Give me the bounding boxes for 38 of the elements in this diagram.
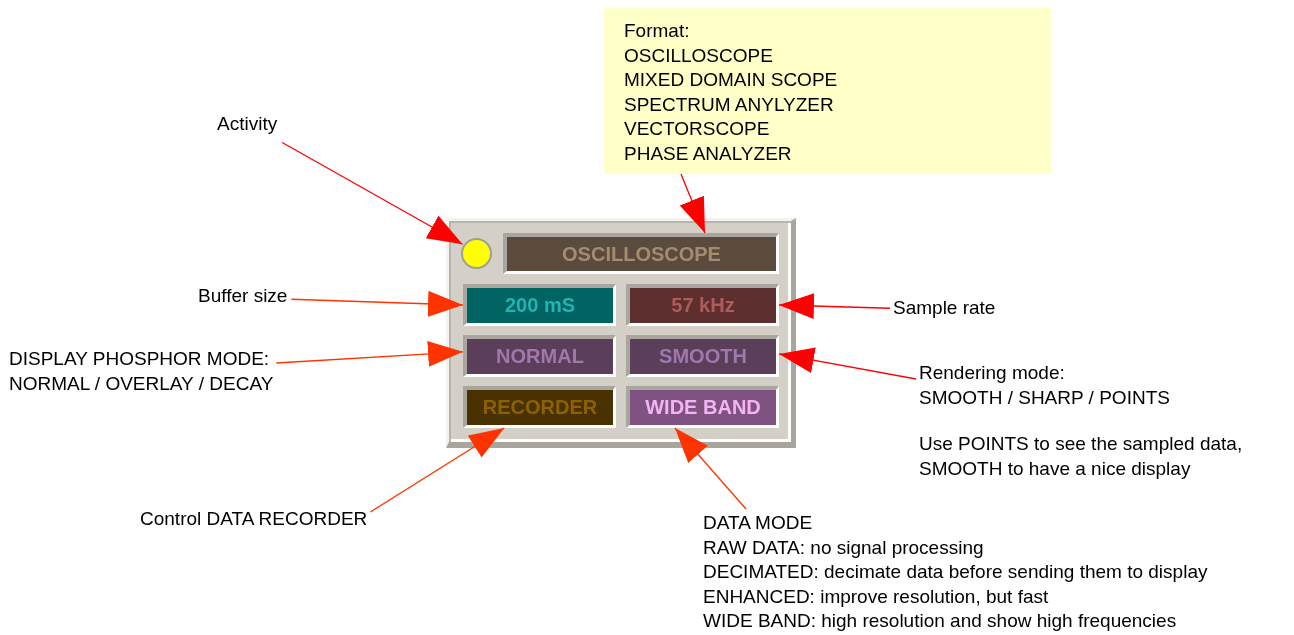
- annotation-text: VECTORSCOPE: [624, 117, 771, 141]
- annotation-text: Use POINTS to see the sampled data, SMOOTH to have a nice display: [919, 432, 1244, 481]
- annotation-text: Activity: [217, 112, 278, 136]
- annotation-text: WIDE BAND: high resolution and show high frequencies: [703, 609, 1178, 633]
- annotation-text: MIXED DOMAIN SCOPE: [624, 68, 839, 92]
- annotation-text: NORMAL / OVERLAY / DECAY: [9, 371, 274, 396]
- activity-indicator: [461, 238, 492, 269]
- arrow: [369, 427, 505, 513]
- annotation-text: Rendering mode:: [919, 361, 1066, 385]
- annotation-text: Format:: [624, 19, 691, 43]
- display-button: 57 kHz: [626, 284, 779, 326]
- annotation-text: Buffer size: [198, 284, 288, 308]
- annotation-text: SMOOTH / SHARP / POINTS: [919, 385, 1171, 410]
- annotation-text: Control DATA RECORDER: [140, 507, 368, 531]
- annotation-text: DECIMATED: decimate data before sending them to display: [703, 560, 1208, 584]
- arrow: [674, 427, 747, 510]
- arrow: [778, 293, 891, 319]
- arrow: [275, 340, 464, 367]
- display-button: OSCILLOSCOPE: [503, 233, 779, 274]
- display-button: NORMAL: [463, 335, 616, 377]
- arrow: [281, 141, 464, 245]
- annotation-text: PHASE ANALYZER: [624, 141, 793, 166]
- annotation-text: DISPLAY PHOSPHOR MODE:: [9, 347, 271, 371]
- annotation-text: Sample rate: [893, 296, 996, 320]
- annotation-text: OSCILLOSCOPE: [624, 43, 774, 68]
- arrow: [290, 290, 464, 317]
- arrow: [778, 347, 917, 380]
- annotation-text: SPECTRUM ANYLYZER: [624, 92, 835, 117]
- display-button: WIDE BAND: [626, 386, 779, 428]
- note-box: [604, 8, 1051, 174]
- display-button: SMOOTH: [626, 335, 779, 377]
- annotation-text: ENHANCED: improve resolution, but fast: [703, 584, 1050, 609]
- arrow: [679, 173, 706, 234]
- annotation-text: DATA MODE: [703, 511, 814, 535]
- display-button: 200 mS: [463, 284, 616, 326]
- annotation-text: RAW DATA: no signal processing: [703, 535, 985, 560]
- display-button: RECORDER: [463, 386, 616, 428]
- control-panel: [446, 218, 796, 448]
